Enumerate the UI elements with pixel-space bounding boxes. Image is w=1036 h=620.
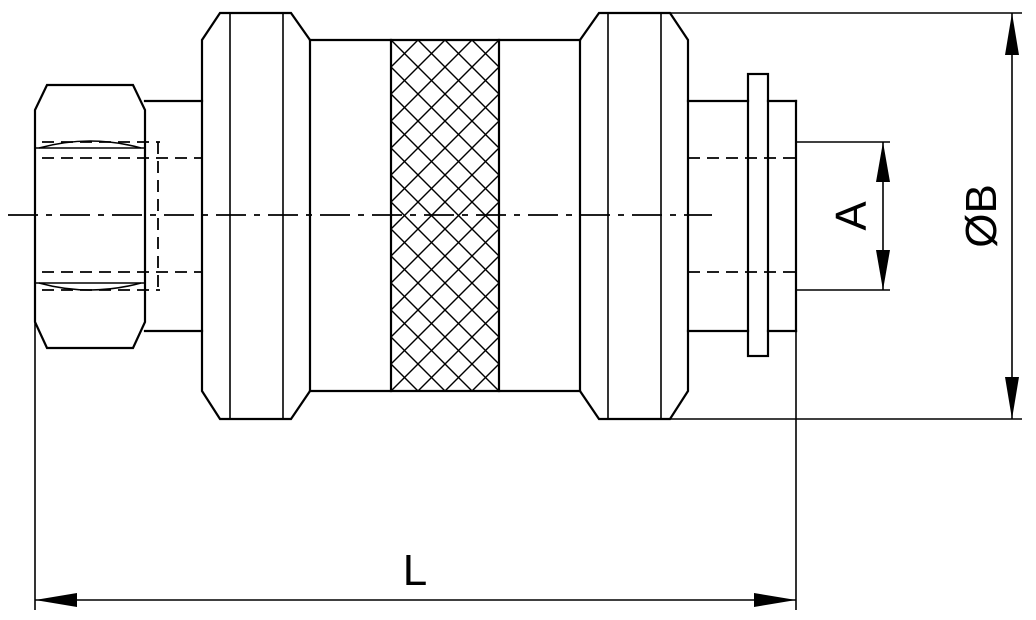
knurl-line (850, 40, 1036, 391)
knurl-line (391, 66, 499, 176)
dimension-l-label: L (403, 546, 427, 595)
hidden-thread-left (42, 141, 202, 291)
dimension-b-label: ØB (957, 184, 1006, 248)
knurl-line (391, 174, 499, 284)
right-collar (578, 11, 690, 421)
knurl-line (391, 93, 499, 203)
knurl-line (391, 282, 499, 391)
knurl-line (417, 40, 499, 122)
knurl-line (391, 309, 473, 391)
knurl-line (391, 40, 499, 149)
inlet-neck (143, 99, 204, 333)
left-collar (200, 11, 312, 421)
knurl-line (391, 40, 499, 149)
knurl-line (391, 255, 499, 365)
knurl-line (417, 309, 499, 391)
dimension-a-label: A (827, 201, 876, 231)
knurl-line (391, 120, 499, 230)
knurl-line (391, 255, 499, 365)
knurl-line (391, 66, 499, 176)
knurl-line (391, 93, 499, 203)
dimension-b: ØB (670, 12, 1022, 420)
dimension-a: A (796, 141, 890, 291)
knurl-line (391, 228, 499, 338)
knurl-line (391, 40, 473, 122)
knurl-line (391, 282, 499, 391)
hex-nut (33, 83, 147, 350)
knurl-line (391, 228, 499, 338)
dimension-l: L (34, 322, 797, 610)
outlet-tube (686, 72, 798, 358)
